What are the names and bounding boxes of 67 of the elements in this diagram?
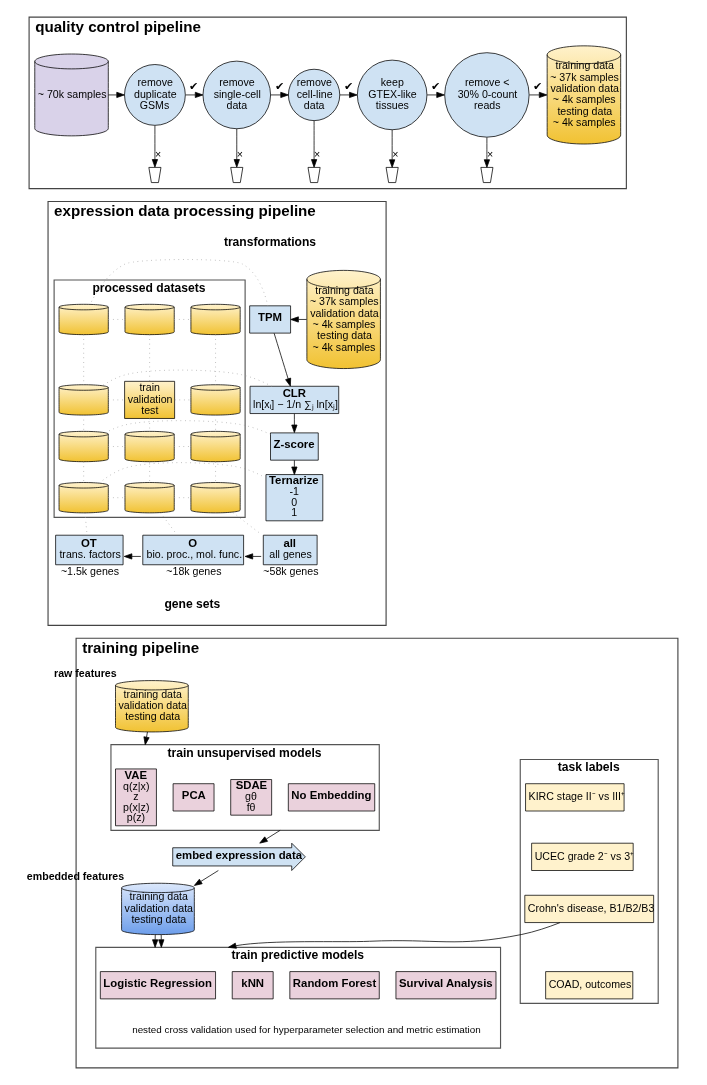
arrow (143, 731, 150, 746)
arrow (311, 120, 318, 168)
arrow (193, 870, 219, 886)
arrow (270, 91, 289, 98)
node-bin (307, 167, 321, 183)
node-label: ~58k genes (263, 564, 319, 577)
edge-label: ✔ (274, 79, 284, 92)
node-box: CLR ln[xᵢ] − 1/n ∑ⱼ ln[xⱼ] (249, 385, 340, 414)
node-box: kNN (231, 971, 274, 1000)
arrow (290, 316, 308, 323)
arrow (107, 91, 125, 98)
edge-label: ✔ (533, 79, 543, 92)
node-circle: remove single-cell data (202, 60, 271, 130)
arrow (244, 553, 262, 560)
node-box: TPM (249, 305, 291, 334)
node-bin (385, 167, 399, 183)
label: transformations (223, 235, 317, 250)
node-label: ~18k genes (166, 564, 222, 577)
arrow (123, 553, 142, 560)
arrow (151, 125, 158, 168)
edge-label: × (486, 148, 494, 161)
node-bin (480, 167, 494, 183)
node-box: COAD, outcomes (545, 971, 634, 1000)
arrow (291, 459, 298, 475)
node-bin (230, 167, 244, 183)
arrow (389, 129, 396, 168)
node-box: UCEC grade 2⁻ vs 3⁺ (531, 842, 634, 871)
node-box: Z-score (270, 432, 319, 461)
connector (160, 512, 177, 535)
node-circle: keep GTEX-like tissues (356, 59, 428, 131)
node-box: PCA (172, 783, 215, 812)
arrow (291, 413, 298, 433)
edge-label: × (314, 148, 321, 161)
node-box: Ternarize -1 0 1 (265, 474, 324, 522)
node-box: No Embedding (287, 783, 376, 812)
node-circle: remove < 30% 0-count reads (444, 52, 530, 138)
node-box: train validation test (124, 380, 175, 419)
arrow (529, 91, 548, 98)
arrow (185, 91, 204, 98)
connector (89, 259, 269, 307)
arrow (426, 91, 445, 98)
node-box: SDAE gθ fθ (230, 779, 272, 816)
arrow (339, 91, 358, 98)
edge-label: × (154, 148, 162, 161)
node-box: KIRC stage II⁻ vs III⁺ (525, 783, 625, 812)
label: gene sets (164, 596, 221, 611)
arrow (259, 829, 281, 844)
arrow (483, 137, 490, 168)
edge-label: ✔ (430, 79, 440, 92)
edge-label: × (392, 148, 399, 161)
arrow (273, 332, 292, 387)
arrow (152, 934, 159, 948)
node-circle: remove cell-line data (288, 68, 341, 121)
node-box: VAE q(z|x) z p(x|z) p(z) (115, 768, 157, 827)
node-box: Logistic Regression (99, 971, 216, 1000)
edge-label: ✔ (189, 79, 199, 92)
label: nested cross validation used for hyperparameter selection and metric estimation (132, 1023, 481, 1035)
edge-label: ✔ (343, 79, 353, 92)
node-box: Random Forest (289, 971, 380, 1000)
edge-label: × (236, 148, 243, 161)
node-bin (148, 167, 162, 183)
node-box: Survival Analysis (395, 971, 497, 1000)
node-circle: remove duplicate GSMs (124, 64, 186, 126)
node-label: ~1.5k genes (60, 564, 120, 577)
arrow (158, 934, 165, 948)
arrow (233, 128, 240, 168)
arrow (228, 922, 561, 949)
